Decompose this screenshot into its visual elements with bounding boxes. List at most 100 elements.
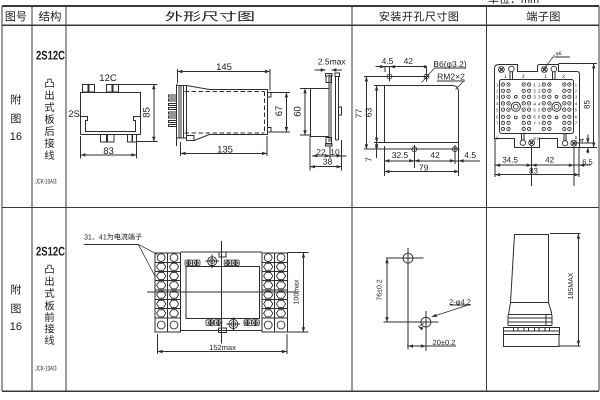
svg-text:34.5: 34.5 bbox=[502, 156, 518, 165]
svg-text:JCK-10A/3: JCK-10A/3 bbox=[36, 366, 57, 373]
svg-text:7: 7 bbox=[533, 121, 536, 126]
svg-text:2-φ4.2: 2-φ4.2 bbox=[449, 297, 471, 306]
svg-text:7: 7 bbox=[538, 121, 541, 126]
svg-text:185MAX: 185MAX bbox=[568, 272, 575, 299]
svg-text:外形尺寸图: 外形尺寸图 bbox=[165, 10, 255, 23]
svg-text:77: 77 bbox=[354, 109, 364, 119]
svg-text:2: 2 bbox=[575, 89, 578, 94]
svg-text:38: 38 bbox=[323, 157, 333, 167]
svg-text:附: 附 bbox=[10, 94, 21, 107]
svg-text:4.5: 4.5 bbox=[464, 150, 476, 160]
svg-text:2S12C: 2S12C bbox=[36, 49, 65, 63]
svg-text:单位：mm: 单位：mm bbox=[488, 0, 539, 6]
svg-text:5: 5 bbox=[533, 108, 536, 113]
svg-text:4: 4 bbox=[496, 101, 499, 106]
svg-text:端子图: 端子图 bbox=[526, 10, 560, 23]
svg-text:线: 线 bbox=[44, 150, 55, 162]
svg-text:式: 式 bbox=[44, 288, 55, 300]
svg-text:结构: 结构 bbox=[39, 10, 62, 23]
svg-text:凸: 凸 bbox=[44, 264, 55, 276]
svg-text:60: 60 bbox=[292, 106, 303, 117]
svg-text:79: 79 bbox=[419, 162, 429, 172]
svg-text:1: 1 bbox=[533, 82, 536, 87]
svg-text:42: 42 bbox=[545, 156, 554, 165]
svg-text:5: 5 bbox=[575, 107, 578, 112]
svg-text:式: 式 bbox=[44, 102, 55, 114]
svg-text:2: 2 bbox=[538, 89, 541, 94]
svg-text:76±0.2: 76±0.2 bbox=[377, 279, 384, 300]
svg-text:1: 1 bbox=[538, 82, 541, 87]
svg-text:152max: 152max bbox=[209, 343, 236, 352]
svg-text:安装开孔尺寸图: 安装开孔尺寸图 bbox=[379, 10, 459, 23]
svg-text:线: 线 bbox=[44, 335, 55, 347]
svg-text:2S12C: 2S12C bbox=[36, 245, 65, 259]
svg-text:100max: 100max bbox=[293, 279, 300, 304]
svg-text:32.5: 32.5 bbox=[392, 150, 409, 160]
svg-text:4.5: 4.5 bbox=[382, 56, 394, 66]
svg-text:16: 16 bbox=[10, 131, 22, 143]
svg-text:3: 3 bbox=[533, 95, 536, 100]
svg-text:7: 7 bbox=[496, 121, 499, 126]
svg-text:145: 145 bbox=[216, 62, 232, 73]
svg-text:凸: 凸 bbox=[44, 78, 55, 90]
svg-text:8: 8 bbox=[496, 136, 499, 141]
svg-text:4: 4 bbox=[575, 101, 578, 106]
svg-text:附: 附 bbox=[10, 284, 21, 297]
svg-text:3: 3 bbox=[575, 95, 578, 100]
svg-text:12C: 12C bbox=[99, 73, 117, 84]
svg-text:出: 出 bbox=[44, 276, 55, 288]
svg-text:后: 后 bbox=[44, 126, 55, 138]
svg-text:7: 7 bbox=[364, 157, 374, 162]
svg-text:85: 85 bbox=[582, 100, 591, 109]
svg-text:5: 5 bbox=[538, 108, 541, 113]
svg-text:42: 42 bbox=[404, 56, 414, 66]
svg-text:6.5: 6.5 bbox=[582, 158, 592, 167]
svg-text:8: 8 bbox=[575, 135, 578, 140]
svg-text:3: 3 bbox=[496, 95, 499, 100]
svg-text:10: 10 bbox=[330, 147, 340, 157]
svg-text:1: 1 bbox=[496, 82, 499, 87]
svg-text:2: 2 bbox=[562, 74, 565, 80]
svg-text:图号: 图号 bbox=[5, 10, 27, 23]
svg-text:67: 67 bbox=[274, 106, 285, 117]
svg-text:85: 85 bbox=[142, 107, 153, 118]
svg-text:RM2×2: RM2×2 bbox=[437, 72, 465, 82]
svg-text:6: 6 bbox=[575, 115, 578, 120]
svg-text:2S: 2S bbox=[68, 109, 80, 120]
svg-text:前: 前 bbox=[44, 312, 55, 324]
svg-text:接: 接 bbox=[44, 324, 55, 336]
svg-text:图: 图 bbox=[10, 304, 21, 316]
svg-text:板: 板 bbox=[44, 114, 55, 126]
svg-text:6: 6 bbox=[538, 115, 541, 120]
svg-text:63: 63 bbox=[364, 108, 374, 118]
svg-text:135: 135 bbox=[217, 145, 233, 156]
svg-text:8 8: 8 8 bbox=[533, 136, 540, 141]
svg-text:JCK-10A/3: JCK-10A/3 bbox=[36, 179, 57, 186]
svg-text:板: 板 bbox=[44, 301, 55, 313]
svg-text:7: 7 bbox=[575, 121, 578, 126]
svg-text:2: 2 bbox=[522, 74, 525, 80]
svg-text:4: 4 bbox=[538, 101, 541, 106]
svg-text:1: 1 bbox=[544, 74, 547, 80]
svg-text:4: 4 bbox=[579, 138, 586, 142]
svg-text:接: 接 bbox=[44, 138, 55, 150]
svg-text:B6(φ3.2): B6(φ3.2) bbox=[433, 59, 467, 69]
svg-text:5: 5 bbox=[496, 107, 499, 112]
svg-text:2: 2 bbox=[496, 89, 499, 94]
svg-text:6: 6 bbox=[496, 115, 499, 120]
svg-text:83: 83 bbox=[529, 167, 538, 176]
svg-text:1: 1 bbox=[504, 74, 507, 80]
svg-text:图: 图 bbox=[10, 114, 21, 126]
svg-text:2: 2 bbox=[533, 89, 536, 94]
svg-text:6: 6 bbox=[533, 115, 536, 120]
svg-text:16: 16 bbox=[10, 321, 22, 333]
svg-text:3: 3 bbox=[538, 95, 541, 100]
svg-text:1: 1 bbox=[575, 82, 578, 87]
svg-text:22: 22 bbox=[316, 147, 326, 157]
svg-text:2.5max: 2.5max bbox=[318, 56, 347, 66]
svg-text:4: 4 bbox=[533, 101, 536, 106]
svg-text:83: 83 bbox=[103, 146, 114, 157]
svg-text:φ6: φ6 bbox=[555, 51, 561, 57]
svg-text:出: 出 bbox=[44, 90, 55, 102]
svg-text:42: 42 bbox=[430, 150, 440, 160]
